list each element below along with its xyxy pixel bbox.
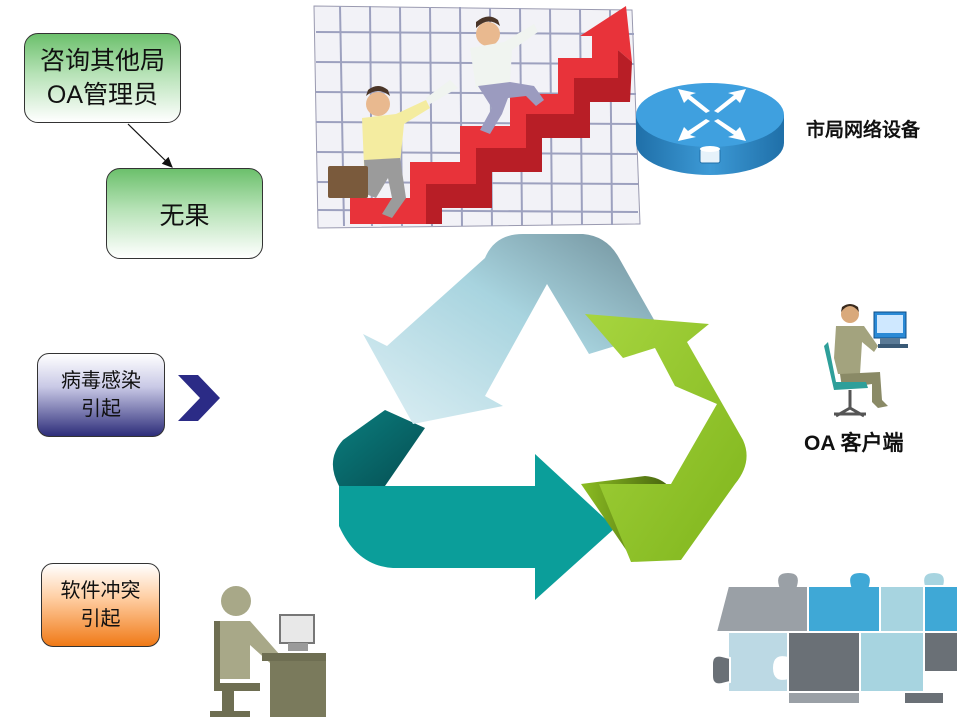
consult-other-admins-box: 咨询其他局 OA管理员	[24, 33, 181, 123]
chevron-right-icon	[178, 375, 220, 421]
oa-client-label: OA 客户端	[804, 432, 904, 455]
office-worker-icon	[210, 586, 326, 717]
cycle-arrows-diagram	[332, 234, 747, 600]
no-result-box: 无果	[106, 168, 263, 259]
virus-infection-box: 病毒感染 引起	[37, 353, 165, 437]
consult-line1: 咨询其他局	[39, 47, 165, 75]
oa-client-user-icon	[824, 304, 908, 418]
teamwork-growth-illustration	[313, 5, 641, 229]
puzzle-pieces-icon	[711, 570, 959, 705]
software-line2: 引起	[80, 608, 121, 630]
virus-line2: 引起	[81, 398, 121, 420]
software-conflict-box: 软件冲突 引起	[41, 563, 160, 647]
router-icon	[636, 83, 784, 175]
network-device-label: 市局网络设备	[806, 120, 921, 141]
no-result-text: 无果	[159, 201, 210, 230]
virus-line1: 病毒感染	[61, 370, 141, 392]
software-line1: 软件冲突	[60, 580, 141, 602]
consult-line2: OA管理员	[46, 81, 159, 109]
